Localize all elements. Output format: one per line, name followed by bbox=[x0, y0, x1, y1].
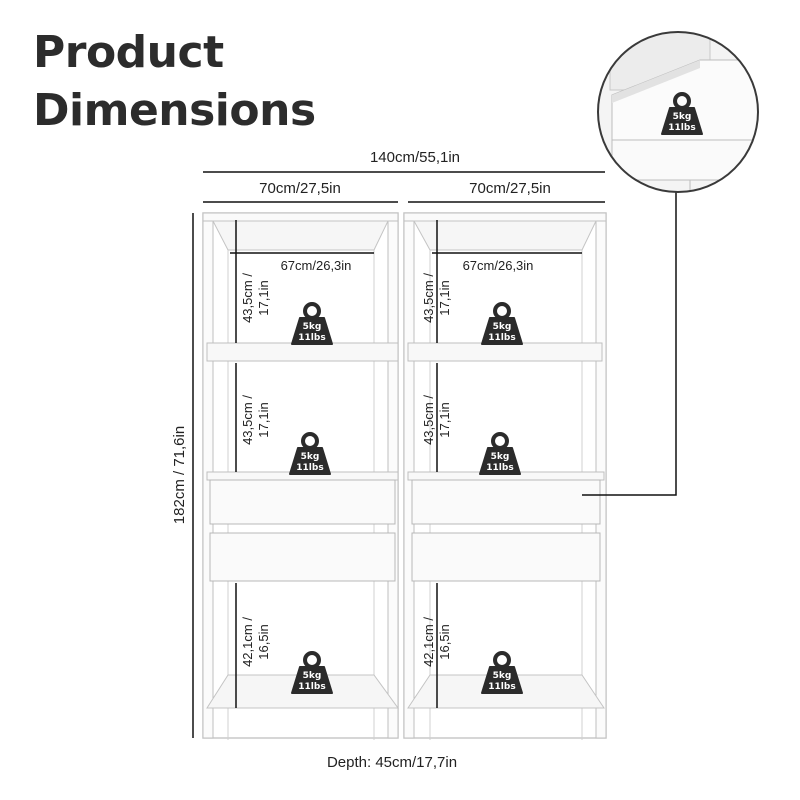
right-shelf-unit bbox=[403, 212, 607, 740]
right-inner-width-label: 67cm/26,3in bbox=[463, 258, 534, 273]
weight-icon: 5kg 11lbs bbox=[478, 432, 522, 476]
height-label: 182cm / 71,6in bbox=[171, 426, 188, 524]
weight-icon: 5kg 11lbs bbox=[288, 432, 332, 476]
weight-icon: 5kg 11lbs bbox=[480, 651, 524, 695]
svg-text:5kg: 5kg bbox=[491, 452, 510, 462]
left-shelf-unit bbox=[202, 212, 399, 740]
left-shelf-1-height-label: 43,5cm /17,1in bbox=[240, 273, 271, 323]
drawer-zoom-inset: 5kg 11lbs bbox=[597, 31, 759, 193]
total-width-label: 140cm/55,1in bbox=[370, 149, 460, 166]
left-shelf-3-height-label: 42,1cm /16,5in bbox=[240, 617, 271, 667]
svg-text:5kg: 5kg bbox=[301, 452, 320, 462]
svg-text:11lbs: 11lbs bbox=[488, 682, 515, 692]
title-line-1: Product bbox=[33, 27, 224, 78]
callout-line bbox=[582, 188, 677, 496]
left-inner-width-label: 67cm/26,3in bbox=[281, 258, 352, 273]
weight-icon: 5kg 11lbs bbox=[290, 651, 334, 695]
svg-text:5kg: 5kg bbox=[303, 322, 322, 332]
weight-icon: 5kg 11lbs bbox=[480, 302, 524, 346]
svg-text:5kg: 5kg bbox=[493, 322, 512, 332]
page-title: Product Dimensions bbox=[33, 24, 316, 140]
depth-label: Depth: 45cm/17,7in bbox=[327, 754, 457, 771]
right-shelf-3-height-label: 42,1cm /16,5in bbox=[421, 617, 452, 667]
svg-text:11lbs: 11lbs bbox=[486, 463, 513, 473]
weight-icon: 5kg 11lbs bbox=[290, 302, 334, 346]
weight-icon: 5kg 11lbs bbox=[660, 92, 704, 136]
right-unit-width-label: 70cm/27,5in bbox=[469, 180, 551, 197]
svg-text:11lbs: 11lbs bbox=[298, 682, 325, 692]
svg-text:5kg: 5kg bbox=[673, 112, 692, 122]
svg-text:11lbs: 11lbs bbox=[488, 333, 515, 343]
right-shelf-1-height-label: 43,5cm /17,1in bbox=[421, 273, 452, 323]
svg-text:11lbs: 11lbs bbox=[668, 123, 695, 133]
svg-text:11lbs: 11lbs bbox=[296, 463, 323, 473]
svg-text:11lbs: 11lbs bbox=[298, 333, 325, 343]
title-line-2: Dimensions bbox=[33, 85, 316, 136]
right-shelf-2-height-label: 43,5cm /17,1in bbox=[421, 395, 452, 445]
svg-text:5kg: 5kg bbox=[493, 671, 512, 681]
left-unit-width-label: 70cm/27,5in bbox=[259, 180, 341, 197]
svg-text:5kg: 5kg bbox=[303, 671, 322, 681]
left-shelf-2-height-label: 43,5cm /17,1in bbox=[240, 395, 271, 445]
